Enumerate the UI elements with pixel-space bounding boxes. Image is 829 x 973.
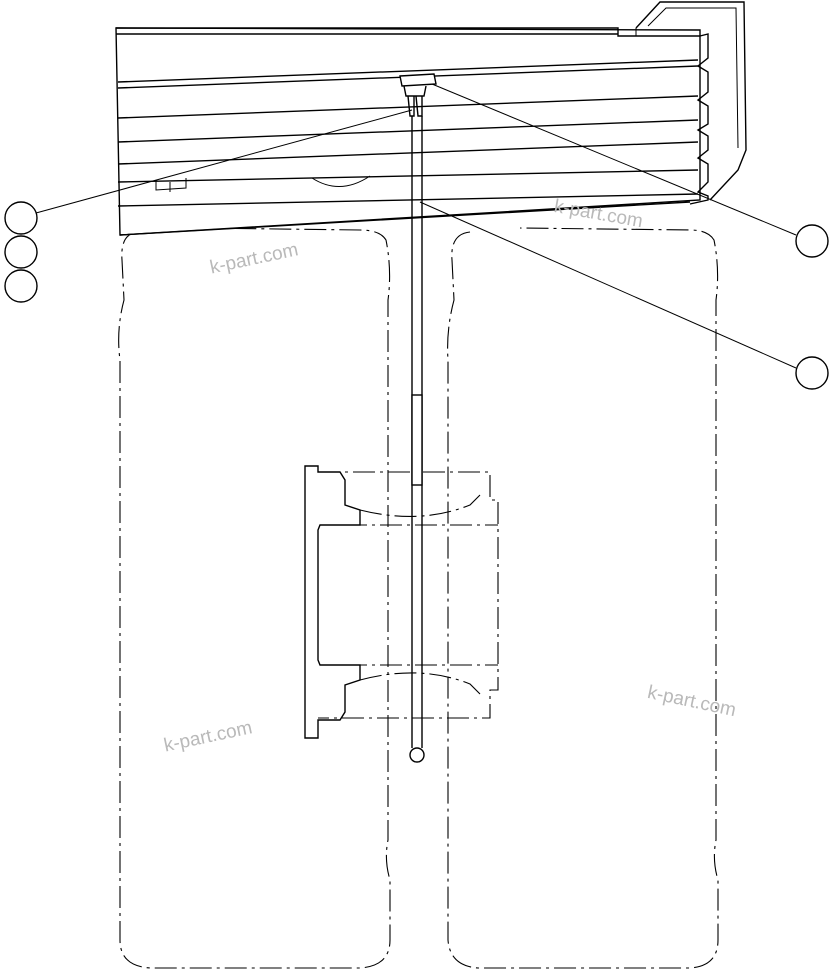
callout-1 [4,201,38,235]
left-tire [118,227,391,969]
rim-hub [304,465,499,739]
callout-3 [4,269,38,303]
callout-4 [795,224,829,258]
callout-2 [4,235,38,269]
callout-5 [795,356,829,390]
hanging-rod [399,73,437,763]
leader-lines [35,83,797,369]
right-tire [447,227,719,969]
deck-body [115,1,747,236]
